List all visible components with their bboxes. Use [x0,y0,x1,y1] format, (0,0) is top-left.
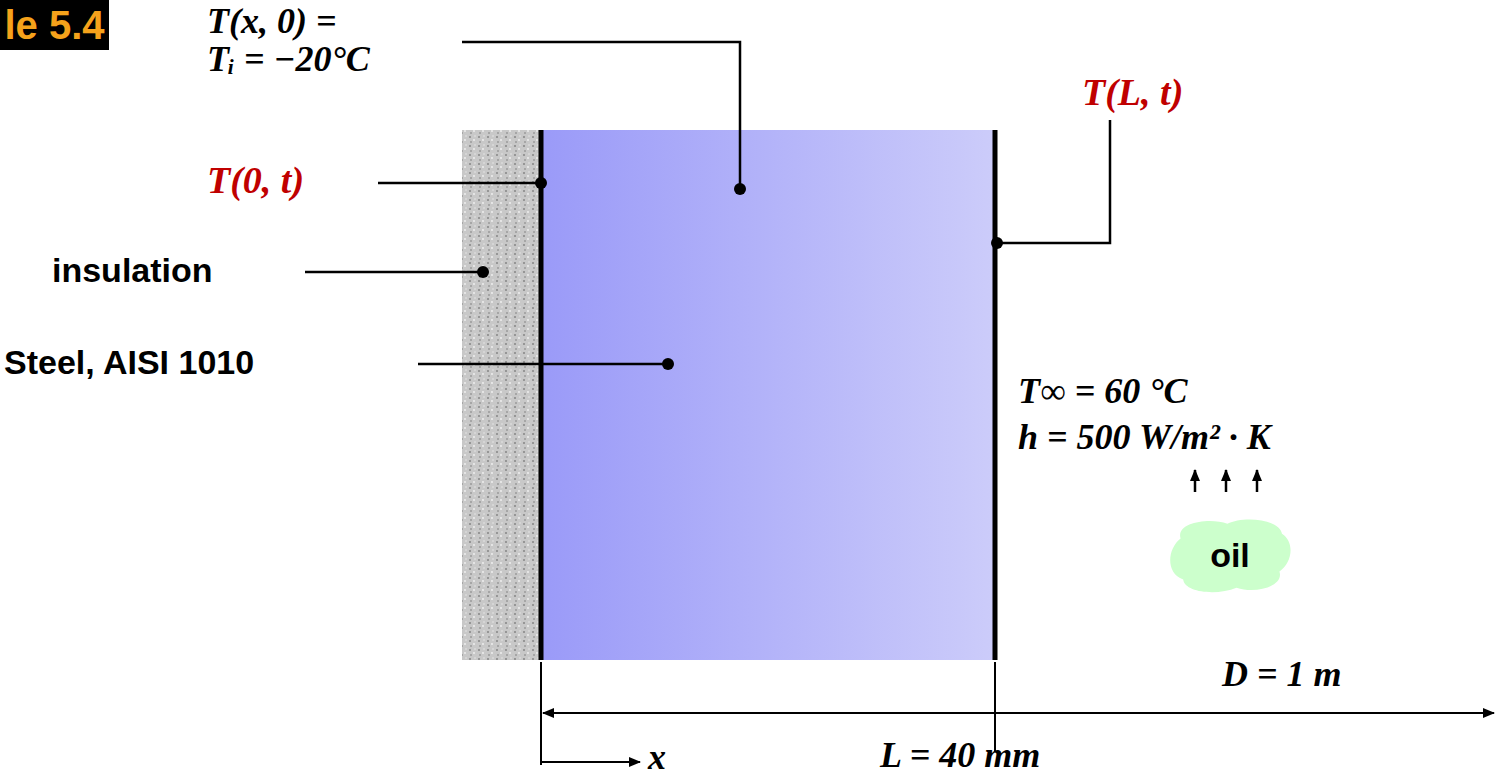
text-label: insulation [52,252,213,289]
slab-edge [539,130,544,660]
flow-arrows [1195,470,1257,492]
text-label: Tᵢ = −20°C [207,40,370,80]
slab-edge [993,130,998,660]
example-tag: le 5.4 [0,0,109,50]
leader-dots [477,177,1003,370]
steel-slab [540,130,995,660]
insulation-layer [462,130,540,660]
text-label: T∞ = 60 °C [1018,372,1188,412]
node-text: oil [1210,536,1250,575]
text-label: T(x, 0) = [207,2,336,42]
node-text: le 5.4 [4,3,104,48]
text-label: T(L, t) [1082,72,1183,114]
oil-blob: oil [1165,514,1295,596]
text-label: D = 1 m [1222,655,1342,695]
text-label: x [648,738,666,778]
leader-lines [305,42,1110,364]
text-label: h = 500 W/m² · K [1018,418,1271,458]
text-label: L = 40 mm [880,736,1040,776]
text-label: Steel, AISI 1010 [4,344,254,381]
text-label: T(0, t) [207,160,304,202]
